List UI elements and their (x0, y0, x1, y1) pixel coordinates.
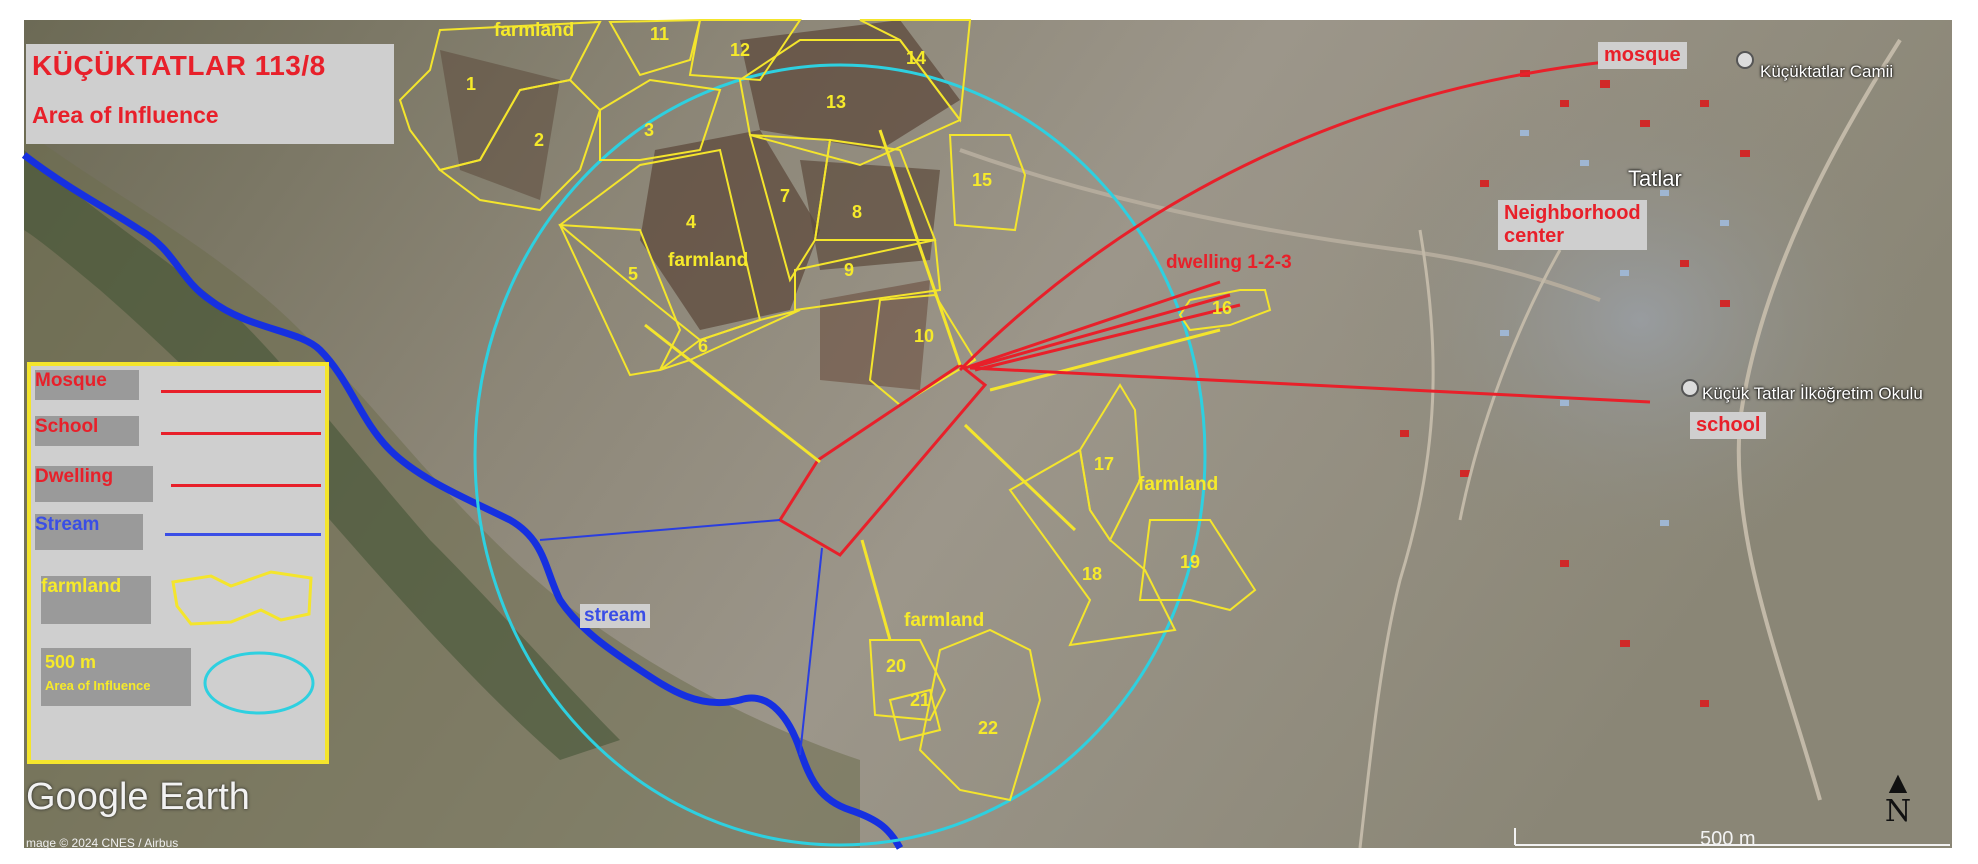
legend-stream-label: Stream (35, 514, 143, 550)
parcel-label-21: 21 (910, 690, 931, 710)
parcel-12 (688, 19, 802, 82)
parcel-11 (608, 18, 702, 77)
farmland-label-south: farmland (904, 610, 985, 631)
farmland-distance-lines (644, 129, 1221, 641)
village-name-label: Tatlar (1628, 166, 1682, 191)
legend-radius-caption: Area of Influence (45, 678, 151, 693)
legend-radius-box: 500 m Area of Influence (41, 648, 191, 706)
dwelling-distance-line-1 (964, 280, 1221, 370)
legend-circle-swatch (203, 651, 315, 715)
parcel-22 (918, 628, 1042, 802)
mosque-poi-label[interactable]: Küçüktatlar Camii (1760, 62, 1894, 81)
area-of-influence-circle (473, 63, 1207, 847)
legend-mosque-swatch (161, 390, 321, 393)
parcel-label-20: 20 (886, 656, 907, 676)
neighborhood-line-1: Neighborhood (1504, 202, 1641, 224)
school-label: school (1690, 412, 1767, 439)
parcel-label-8: 8 (852, 202, 863, 222)
parcel-label-13: 13 (826, 92, 847, 112)
legend-mosque-label: Mosque (35, 370, 139, 400)
farmland-label-center: farmland (668, 250, 749, 271)
legend-radius-label: 500 m (45, 652, 97, 672)
mosque-distance-line (958, 60, 1606, 372)
parcel-10 (868, 293, 977, 407)
school-pin-icon[interactable] (1681, 379, 1699, 397)
parcel-20 (868, 639, 947, 722)
neighborhood-line-2: center (1504, 225, 1565, 247)
legend-dwelling-swatch (171, 484, 321, 487)
dwelling-distance-line-2 (969, 293, 1231, 370)
parcel-label-5: 5 (628, 264, 639, 284)
parcel-label-11: 11 (650, 24, 670, 44)
parcel-label-12: 12 (730, 40, 751, 60)
scale-label: 500 m (1700, 828, 1756, 850)
dwelling-distance-line-3 (974, 303, 1241, 372)
scale-bar (1514, 828, 1950, 846)
imagery-credit: mage © 2024 CNES / Airbus (26, 836, 179, 850)
google-earth-logo: Google Earth (26, 776, 250, 818)
legend-panel: Mosque School Dwelling Stream farmland 5… (27, 362, 329, 764)
farmland-parcels (398, 18, 1272, 802)
school-distance-line (969, 366, 1651, 404)
road (1458, 249, 1562, 521)
legend-school-swatch (161, 432, 321, 435)
parcel-16 (1178, 289, 1272, 332)
mosque-pin-icon[interactable] (1736, 51, 1754, 69)
parcel-3 (599, 78, 722, 161)
parcel-15 (948, 134, 1027, 232)
legend-farmland-label: farmland (41, 576, 151, 624)
map-title: KÜÇÜKTATLAR 113/8 (32, 50, 326, 81)
farmland-label-north: farmland (494, 20, 575, 41)
field-tilled (800, 160, 940, 270)
legend-stream-swatch (165, 533, 321, 536)
parcel-21 (888, 688, 942, 742)
parcel-label-7: 7 (780, 186, 791, 206)
village-area (1340, 60, 1940, 580)
parcel-label-17: 17 (1094, 454, 1115, 474)
road (1358, 229, 1435, 849)
parcel-label-15: 15 (972, 170, 993, 190)
parcel-label-6: 6 (698, 336, 709, 356)
parcel-9 (794, 238, 942, 312)
parcel-label-4: 4 (686, 212, 697, 232)
parcel-14 (859, 19, 972, 123)
parcel-label-10: 10 (914, 326, 935, 346)
stream-label: stream (580, 604, 651, 628)
parcel-label-2: 2 (534, 130, 545, 150)
field-tilled (640, 130, 820, 330)
parcel-label-1: 1 (466, 74, 477, 94)
parcel-label-18: 18 (1082, 564, 1103, 584)
north-letter: N (1884, 794, 1912, 829)
north-arrow: ▲ N (1878, 770, 1918, 829)
stream-distance-lines (539, 519, 823, 756)
parcel-19 (1138, 519, 1257, 612)
parcel-label-3: 3 (644, 120, 655, 140)
parcel-label-14: 14 (906, 48, 927, 68)
legend-dwelling-label: Dwelling (35, 466, 153, 502)
road (959, 148, 1601, 302)
parcel-label-16: 16 (1212, 298, 1233, 318)
project-site-polygon (777, 363, 988, 557)
dwelling-label: dwelling 1-2-3 (1166, 252, 1292, 273)
farmland-label-east: farmland (1138, 474, 1219, 495)
title-panel: KÜÇÜKTATLAR 113/8 Area of Influence (26, 44, 394, 144)
school-poi-label[interactable]: Küçük Tatlar İlköğretim Okulu (1702, 384, 1923, 403)
north-arrow-icon: ▲ (1888, 768, 1908, 796)
parcel-label-19: 19 (1180, 552, 1201, 572)
parcel-label-9: 9 (844, 260, 855, 280)
parcel-6 (659, 309, 801, 371)
parcel-5 (558, 223, 682, 377)
red-distance-lines (958, 60, 1651, 404)
legend-school-label: School (35, 416, 139, 446)
map-subtitle: Area of Influence (32, 102, 219, 128)
field-tilled (740, 20, 960, 150)
parcel-18 (1008, 448, 1177, 647)
neighborhood-center-label: Neighborhood center (1498, 200, 1647, 250)
parcel-label-22: 22 (978, 718, 999, 738)
mosque-label: mosque (1598, 42, 1687, 69)
legend-farmland-swatch (171, 570, 313, 626)
